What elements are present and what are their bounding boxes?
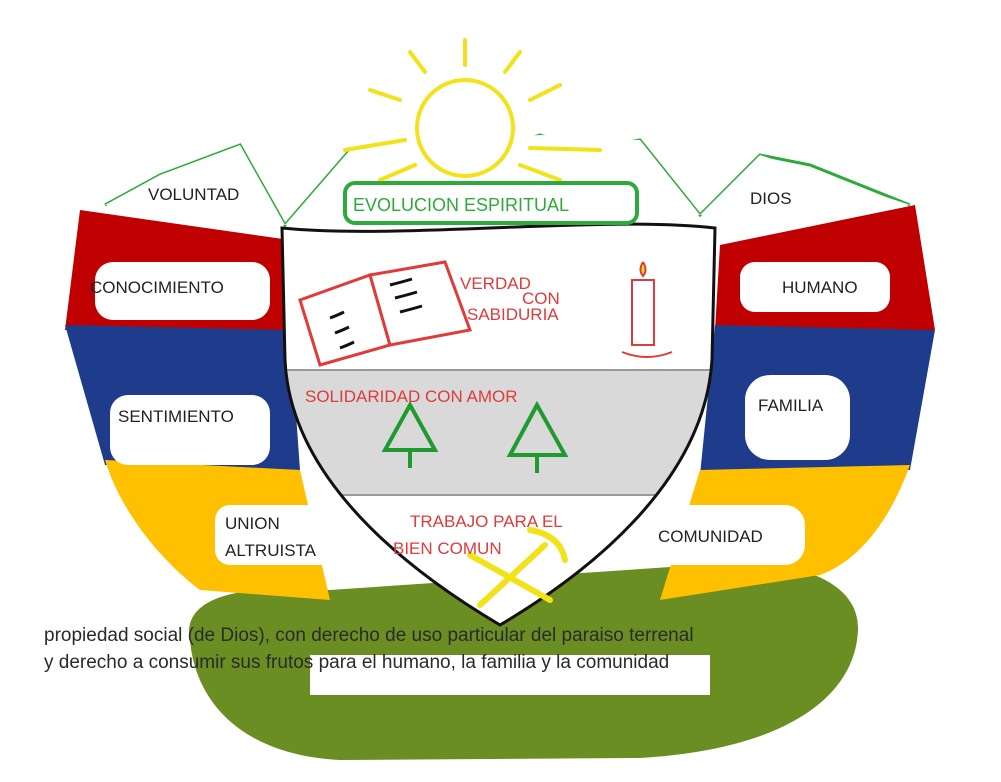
label-trabajo: TRABAJO PARA EL — [410, 512, 563, 531]
motto-line-2: y derecho a consumir sus frutos para el … — [44, 652, 669, 673]
label-evolucion-espiritual: EVOLUCION ESPIRITUAL — [353, 195, 569, 215]
evolucion-box — [343, 181, 639, 225]
label-sabiduria: SABIDURIA — [467, 305, 559, 324]
label-bien-comun: BIEN COMUN — [393, 539, 502, 558]
label-solidaridad: SOLIDARIDAD CON AMOR — [305, 387, 518, 406]
label-dios: DIOS — [750, 189, 792, 208]
label-comunidad: COMUNIDAD — [658, 527, 763, 546]
label-familia: FAMILIA — [758, 396, 824, 415]
label-sentimiento: SENTIMIENTO — [118, 407, 234, 426]
label-blobs — [95, 262, 890, 565]
tools-icon — [467, 527, 568, 608]
shield — [280, 222, 717, 627]
label-conocimiento: CONOCIMIENTO — [90, 278, 224, 297]
label-verdad: VERDAD — [460, 274, 531, 293]
label-altruista: ALTRUISTA — [225, 541, 317, 560]
label-union: UNION — [225, 514, 280, 533]
book-icon — [298, 260, 473, 367]
motto-line-1: propiedad social (de Dios), con derecho … — [44, 625, 694, 646]
sun-icon — [343, 38, 602, 182]
motto-backdrop — [310, 655, 710, 695]
label-humano: HUMANO — [782, 278, 858, 297]
label-voluntad: VOLUNTAD — [148, 185, 239, 204]
label-con: CON — [522, 289, 560, 308]
candle-icon — [621, 261, 673, 358]
pine-tree-icon — [381, 400, 569, 473]
